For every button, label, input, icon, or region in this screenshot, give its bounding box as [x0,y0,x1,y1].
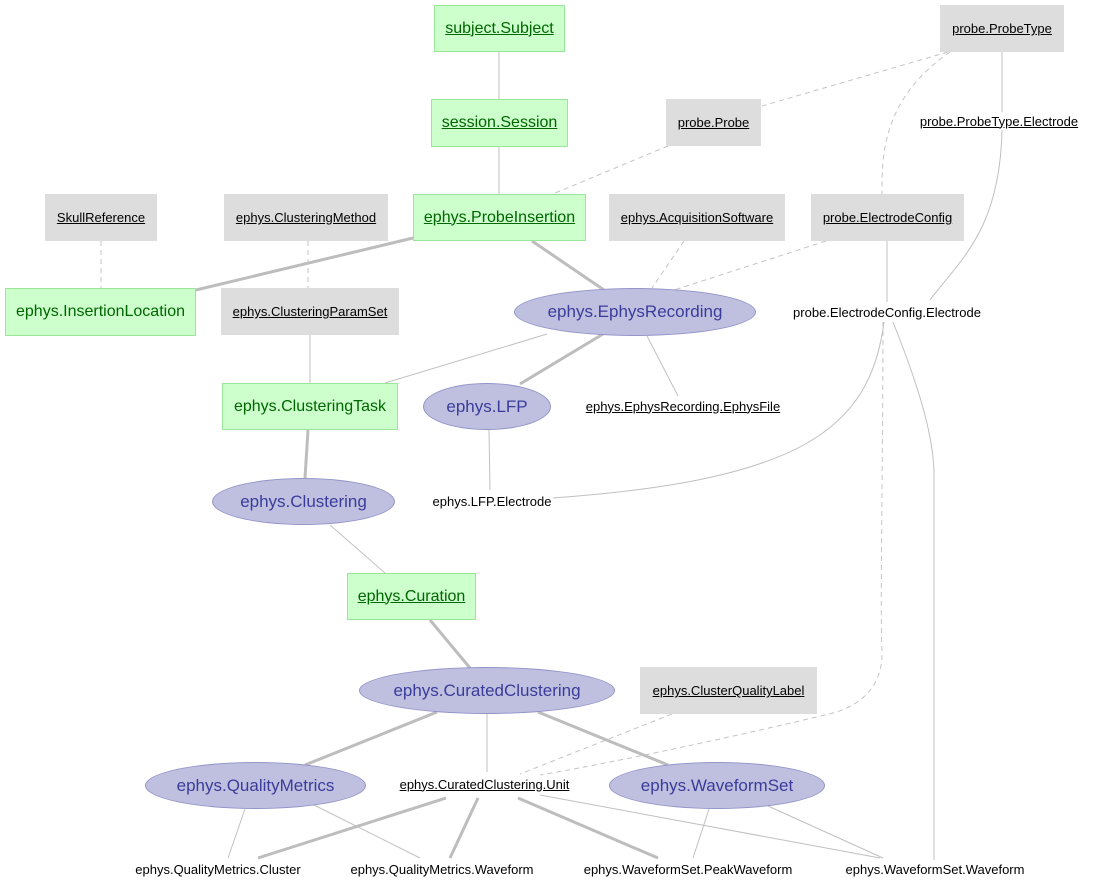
edge-lfp-lfpelectrode [488,429,491,491]
edge-probetype-electrode-to-config-electrode [929,129,1003,301]
node-ephys-insertion-location[interactable]: ephys.InsertionLocation [5,288,196,336]
edge-electrodeconfig-recording [667,240,827,293]
node-probe-probetype-electrode[interactable]: probe.ProbeType.Electrode [919,113,1079,129]
node-probe-probetype[interactable]: probe.ProbeType [940,5,1064,52]
edge-unit-waveformset-waveform [539,794,881,859]
edge-recording-ephysfile [646,335,679,397]
node-probe-electrode-config[interactable]: probe.ElectrodeConfig [811,194,964,241]
edge-clustering-curation [329,524,386,574]
node-probe-electrode-config-electrode[interactable]: probe.ElectrodeConfig.Electrode [793,304,981,320]
edge-clusteringtask-clustering [303,429,310,479]
edge-waveformset-waveform [767,805,884,859]
edge-curatedclustering-qualitymetrics [304,710,438,767]
node-subject-subject[interactable]: subject.Subject [434,5,565,52]
edge-config-electrode-lfp-electrode [552,321,885,499]
node-ephys-waveform-set[interactable]: ephys.WaveformSet [609,762,825,809]
node-session-session[interactable]: session.Session [431,99,568,147]
edge-config-electrode-waveform [892,321,935,860]
edge-probeinsertion-recording [531,239,605,292]
node-ephys-waveform-set-waveform[interactable]: ephys.WaveformSet.Waveform [845,861,1025,877]
node-probe-probe[interactable]: probe.Probe [666,99,761,146]
edge-unit-qm-waveform [448,797,480,859]
edge-unit-peak [517,796,659,860]
node-ephys-ephys-recording[interactable]: ephys.EphysRecording [514,288,756,336]
edge-recording-clusteringtask [384,333,548,384]
edge-curation-curatedclustering [428,619,472,669]
node-ephys-clustering-paramset[interactable]: ephys.ClusteringParamSet [221,288,399,335]
node-ephys-quality-metrics-waveform[interactable]: ephys.QualityMetrics.Waveform [350,861,534,877]
edge-acquisition-recording [651,240,685,289]
node-ephys-recording-file[interactable]: ephys.EphysRecording.EphysFile [585,398,781,414]
node-ephys-lfp[interactable]: ephys.LFP [423,383,551,430]
node-ephys-curated-clustering-unit[interactable]: ephys.CuratedClustering.Unit [399,776,570,792]
node-ephys-curated-clustering[interactable]: ephys.CuratedClustering [359,667,615,714]
node-ephys-quality-metrics-cluster[interactable]: ephys.QualityMetrics.Cluster [135,861,301,877]
edge-qualitymetrics-cluster [227,808,246,859]
edge-config-electrode-unit [539,321,884,776]
node-ephys-cluster-quality-label[interactable]: ephys.ClusterQualityLabel [640,667,817,714]
edge-qualitymetrics-waveform [309,802,421,859]
node-ephys-clustering-method[interactable]: ephys.ClusteringMethod [224,194,388,241]
edge-probetype-electrodeconfig [881,51,951,195]
node-ephys-acquisition-software[interactable]: ephys.AcquisitionSoftware [609,194,785,241]
node-ephys-clustering[interactable]: ephys.Clustering [212,478,395,525]
edge-probe-probeinsertion [547,145,669,197]
node-ephys-probe-insertion[interactable]: ephys.ProbeInsertion [413,194,586,241]
edge-qualitylabel-unit [519,713,673,775]
node-ephys-lfp-electrode[interactable]: ephys.LFP.Electrode [432,493,552,509]
edge-probeinsertion-insertionlocation [195,236,414,292]
edge-curatedclustering-waveformset [537,710,669,767]
node-skull-reference[interactable]: SkullReference [45,194,157,241]
node-ephys-waveform-set-peak-waveform[interactable]: ephys.WaveformSet.PeakWaveform [583,861,793,877]
edge-unit-cluster [257,796,447,860]
edge-waveformset-peak [692,808,710,859]
node-ephys-clustering-task[interactable]: ephys.ClusteringTask [222,383,398,430]
node-ephys-quality-metrics[interactable]: ephys.QualityMetrics [145,762,366,809]
edge-recording-lfp [519,332,604,386]
node-ephys-curation[interactable]: ephys.Curation [347,573,476,620]
edge-probetype-probe [761,51,949,107]
